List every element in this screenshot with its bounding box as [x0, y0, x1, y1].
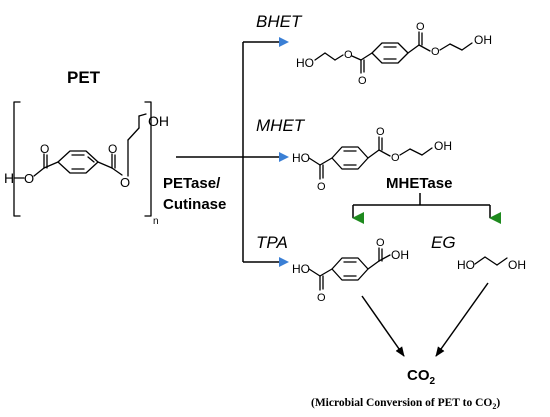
tpa-oh-acid: OH — [391, 248, 409, 262]
bond — [127, 127, 140, 141]
tpa-product: TPA HO O O OH — [256, 233, 409, 304]
bond — [378, 149, 391, 157]
bond — [367, 260, 380, 270]
co2-product: CO2 — [407, 367, 436, 387]
bhet-o-ester-left: O — [344, 49, 353, 61]
bhet-o-carbonyl-left: O — [358, 75, 367, 87]
caption: (Microbial Conversion of PET to CO2) — [311, 397, 500, 411]
pet-o-ester-right: O — [120, 175, 130, 190]
tpa-o-carbonyl-right: O — [376, 237, 385, 249]
mhet-label: MHET — [256, 116, 306, 135]
mhet-o-carbonyl-right: O — [376, 126, 385, 138]
bond — [496, 257, 508, 266]
eg-ho: HO — [457, 258, 475, 272]
pet-oh-end: OH — [148, 113, 169, 129]
bond — [138, 113, 147, 117]
bhet-oh: OH — [474, 33, 492, 47]
right-bracket — [144, 101, 152, 217]
bond — [33, 167, 45, 177]
bond — [449, 43, 463, 51]
enzyme-label-cutinase: Cutinase — [163, 196, 226, 213]
pet-structure: PET n H O O O O OH — [4, 68, 169, 227]
pet-o-carbonyl-right: O — [108, 142, 117, 156]
bond — [97, 161, 113, 169]
bond — [418, 44, 431, 52]
tpa-label: TPA — [256, 233, 288, 252]
bond — [367, 149, 380, 159]
eg-oh: OH — [508, 258, 526, 272]
bond — [111, 167, 123, 176]
bond — [461, 42, 473, 51]
bond — [351, 55, 362, 61]
bond — [308, 157, 321, 166]
tpa-benzene-ring — [331, 257, 369, 281]
bond — [87, 156, 95, 163]
arrow-eg-to-co2 — [435, 282, 489, 357]
arrow-tpa-to-co2 — [361, 295, 405, 357]
bond — [314, 52, 326, 61]
pet-o-ester-left: O — [24, 171, 34, 186]
mhet-oh: OH — [434, 139, 452, 153]
mhetase-label: MHETase — [386, 175, 452, 192]
pet-label: PET — [67, 68, 101, 87]
bond — [474, 256, 486, 265]
left-bracket — [13, 101, 21, 217]
pet-benzene-ring — [57, 150, 99, 174]
mhet-ho-acid: HO — [292, 151, 310, 165]
bond — [319, 268, 333, 277]
mhet-product: MHET HO O O O OH — [256, 116, 452, 193]
mhetase-split: MHETase — [352, 175, 501, 224]
bond — [421, 147, 433, 156]
bond — [43, 161, 59, 169]
bhet-o-carbonyl-right: O — [416, 21, 425, 33]
bhet-label: BHET — [256, 12, 303, 31]
bhet-product: BHET HO O O O O OH — [256, 12, 492, 87]
pet-o-carbonyl-left: O — [40, 142, 49, 156]
mhet-benzene-ring — [331, 146, 369, 170]
pet-h-end: H — [4, 170, 14, 186]
reaction-flow — [176, 37, 289, 267]
repeat-n: n — [153, 216, 159, 227]
bhet-o-ester-right: O — [431, 46, 440, 58]
mhet-o-carbonyl-left: O — [317, 181, 326, 193]
bond — [409, 148, 423, 156]
bhet-ho: HO — [296, 56, 314, 70]
mhet-o-ester: O — [391, 152, 400, 164]
bond — [324, 52, 336, 61]
tpa-o-carbonyl-left: O — [317, 292, 326, 304]
bond — [319, 157, 333, 166]
eg-product: EG HO OH — [431, 233, 526, 272]
eg-label: EG — [431, 233, 456, 252]
bond — [334, 54, 344, 61]
bond — [484, 256, 498, 266]
bond — [399, 148, 411, 156]
bond — [407, 44, 420, 54]
tpa-ho-acid: HO — [292, 262, 310, 276]
bond — [378, 254, 391, 262]
bond — [439, 43, 451, 51]
bond — [308, 268, 321, 277]
enzyme-label-petase: PETase/ — [163, 175, 221, 192]
bond — [360, 52, 373, 61]
bhet-benzene-ring — [371, 42, 409, 64]
